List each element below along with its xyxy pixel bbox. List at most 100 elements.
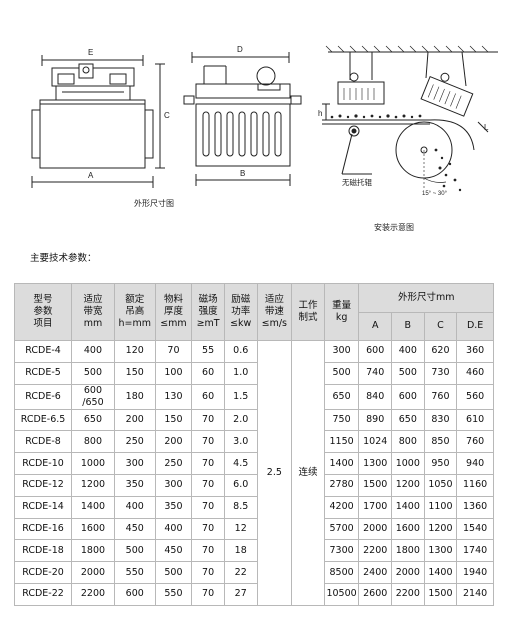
header-dim-de: D.E	[456, 311, 494, 341]
cell-a: 2000	[358, 517, 393, 541]
cell-c: 830	[423, 408, 458, 432]
cell-b: 2000	[391, 561, 425, 584]
cell-b: 600	[391, 383, 425, 410]
cell-height: 450	[113, 517, 156, 541]
cell-height: 600	[113, 582, 156, 606]
cell-de: 760	[456, 430, 494, 454]
side-view-drawing	[183, 52, 302, 186]
cell-height: 250	[113, 430, 156, 454]
cell-width: 2000	[71, 561, 115, 584]
cell-field: 60	[191, 361, 225, 385]
dim-label-h: h	[318, 109, 322, 118]
cell-power: 2.0	[223, 408, 258, 432]
cell-weight: 5700	[323, 517, 360, 541]
header-dim-a: A	[358, 311, 393, 341]
header-weight: 重量 kg	[323, 283, 360, 341]
cell-model: RCDE-12	[13, 473, 73, 497]
cell-c: 1400	[423, 561, 458, 584]
cell-field: 70	[191, 430, 225, 454]
cell-b: 1600	[391, 517, 425, 541]
dim-label-a: A	[88, 171, 94, 180]
cell-field: 70	[191, 561, 225, 584]
cell-weight: 4200	[323, 495, 360, 519]
cell-c: 760	[423, 383, 458, 410]
cell-thick: 350	[154, 495, 193, 519]
cell-de: 360	[456, 340, 494, 363]
outline-dimension-caption: 外形尺寸图	[134, 199, 174, 208]
cell-width: 600 /650	[71, 383, 115, 410]
front-view-drawing	[31, 55, 165, 188]
cell-model: RCDE-4	[13, 340, 73, 363]
cell-c: 620	[423, 340, 458, 363]
cell-c: 850	[423, 430, 458, 454]
cell-height: 150	[113, 361, 156, 385]
cell-de: 1160	[456, 473, 494, 497]
cell-power: 1.5	[223, 383, 258, 410]
cell-height: 550	[113, 561, 156, 584]
cell-de: 460	[456, 361, 494, 385]
cell-power: 4.5	[223, 452, 258, 475]
cell-de: 1540	[456, 517, 494, 541]
cell-height: 300	[113, 452, 156, 475]
roller-label: 无磁托辊	[342, 177, 372, 187]
cell-field: 70	[191, 539, 225, 563]
cell-c: 730	[423, 361, 458, 385]
cell-model: RCDE-16	[13, 517, 73, 541]
cell-height: 200	[113, 408, 156, 432]
cell-c: 950	[423, 452, 458, 475]
cell-de: 1360	[456, 495, 494, 519]
cell-c: 1050	[423, 473, 458, 497]
cell-width: 1000	[71, 452, 115, 475]
cell-power: 12	[223, 517, 258, 541]
cell-b: 1000	[391, 452, 425, 475]
cell-weight: 650	[323, 383, 360, 410]
header-power: 励磁 功率 ≤kw	[223, 283, 258, 341]
cell-a: 1024	[358, 430, 393, 454]
cell-weight: 500	[323, 361, 360, 385]
cell-c: 1500	[423, 582, 458, 606]
cell-b: 1200	[391, 473, 425, 497]
header-field: 磁场 强度 ≥mT	[191, 283, 225, 341]
cell-thick: 450	[154, 539, 193, 563]
section-title: 主要技术参数：	[30, 253, 97, 264]
cell-thick: 400	[154, 517, 193, 541]
cell-de: 940	[456, 452, 494, 475]
cell-thick: 100	[154, 361, 193, 385]
cell-de: 2140	[456, 582, 494, 606]
cell-height: 500	[113, 539, 156, 563]
header-dim-c: C	[423, 311, 458, 341]
header-dim-b: B	[391, 311, 425, 341]
technical-drawings: E C A D B h L 无磁托辊 15° ~ 30°	[31, 45, 498, 197]
cell-de: 1740	[456, 539, 494, 563]
cell-width: 650	[71, 408, 115, 432]
cell-model: RCDE-14	[13, 495, 73, 519]
header-mode: 工作 制式	[291, 283, 325, 341]
cell-b: 1400	[391, 495, 425, 519]
cell-height: 350	[113, 473, 156, 497]
header-belt-width: 适应 带宽 mm	[71, 283, 115, 341]
cell-a: 600	[358, 340, 393, 363]
cell-a: 740	[358, 361, 393, 385]
cell-model: RCDE-18	[13, 539, 73, 563]
cell-thick: 250	[154, 452, 193, 475]
cell-c: 1100	[423, 495, 458, 519]
cell-thick: 550	[154, 582, 193, 606]
cell-width: 500	[71, 361, 115, 385]
cell-thick: 150	[154, 408, 193, 432]
cell-field: 70	[191, 473, 225, 497]
cell-a: 2400	[358, 561, 393, 584]
cell-b: 400	[391, 340, 425, 363]
cell-weight: 300	[323, 340, 360, 363]
cell-model: RCDE-5	[13, 361, 73, 385]
cell-thick: 200	[154, 430, 193, 454]
